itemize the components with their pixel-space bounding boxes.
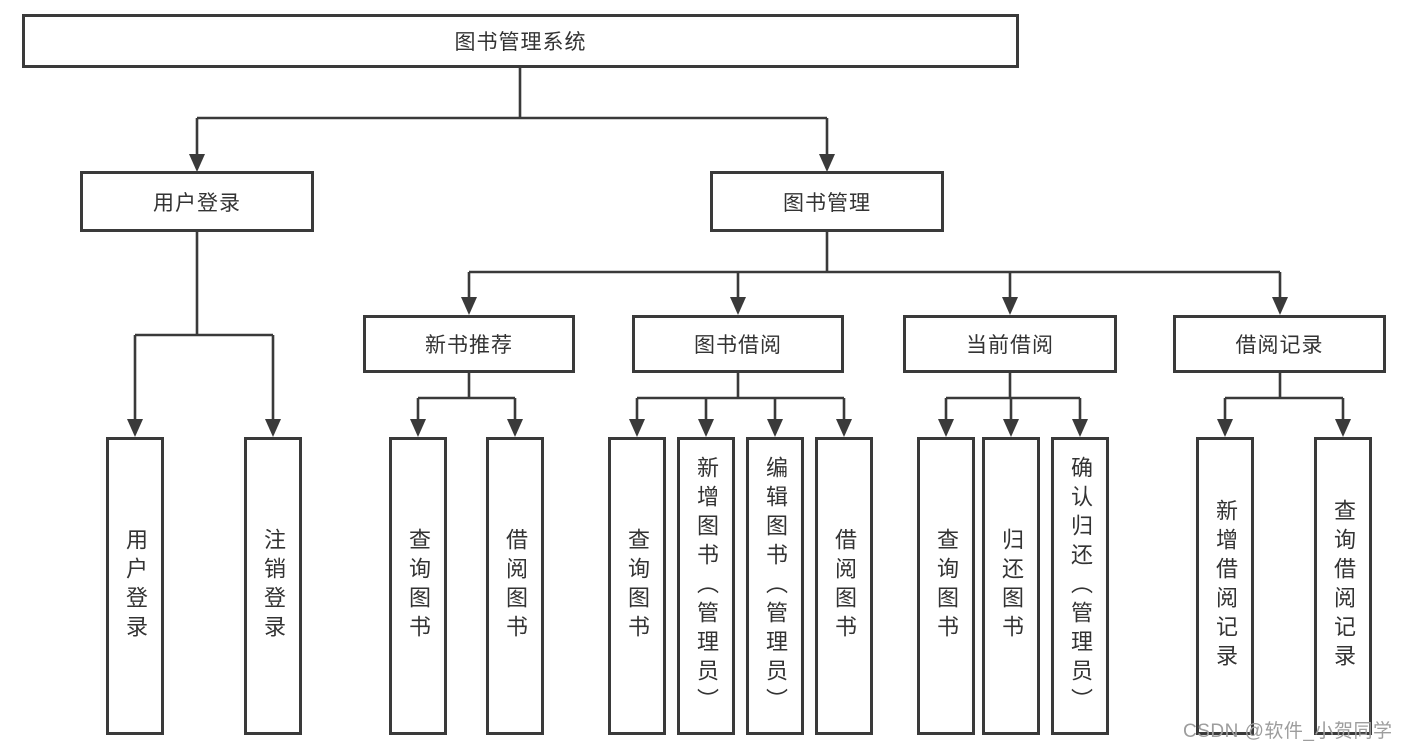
connector-arrowheads [127,154,1351,437]
node-book-borrow: 图书借阅 [632,315,844,373]
leaf-confirm-return-admin-label: 确认归还（管理员） [1068,455,1093,717]
leaf-query-books-recommend: 查询图书 [389,437,447,735]
leaf-add-borrow-record: 新增借阅记录 [1196,437,1254,735]
leaf-logout-label: 注销登录 [261,528,286,644]
leaf-borrow-books-recommend: 借阅图书 [486,437,544,735]
leaf-query-books-recommend-label: 查询图书 [406,528,431,644]
leaf-query-books-current: 查询图书 [917,437,975,735]
leaf-borrow-books-recommend-label: 借阅图书 [503,528,528,644]
leaf-borrow-books-label: 借阅图书 [832,528,857,644]
leaf-query-books-current-label: 查询图书 [934,528,959,644]
leaf-user-login: 用户登录 [106,437,164,735]
leaf-query-borrow-record-label: 查询借阅记录 [1331,499,1356,673]
leaf-query-books-borrow-label: 查询图书 [625,528,650,644]
leaf-query-books-borrow: 查询图书 [608,437,666,735]
leaf-borrow-books: 借阅图书 [815,437,873,735]
leaf-user-login-label: 用户登录 [123,528,148,644]
node-borrow-records: 借阅记录 [1173,315,1386,373]
leaf-return-books-label: 归还图书 [999,528,1024,644]
node-current-borrow: 当前借阅 [903,315,1117,373]
leaf-query-borrow-record: 查询借阅记录 [1314,437,1372,735]
leaf-add-books-admin-label: 新增图书（管理员） [694,455,719,717]
node-new-book-recommend: 新书推荐 [363,315,575,373]
leaf-logout: 注销登录 [244,437,302,735]
node-user-login: 用户登录 [80,171,314,232]
node-root: 图书管理系统 [22,14,1019,68]
leaf-edit-books-admin-label: 编辑图书（管理员） [763,455,788,717]
leaf-confirm-return-admin: 确认归还（管理员） [1051,437,1109,735]
leaf-edit-books-admin: 编辑图书（管理员） [746,437,804,735]
node-book-management: 图书管理 [710,171,944,232]
leaf-add-books-admin: 新增图书（管理员） [677,437,735,735]
leaf-return-books: 归还图书 [982,437,1040,735]
leaf-add-borrow-record-label: 新增借阅记录 [1213,499,1238,673]
csdn-watermark: CSDN @软件_小贺同学 [1183,721,1393,742]
